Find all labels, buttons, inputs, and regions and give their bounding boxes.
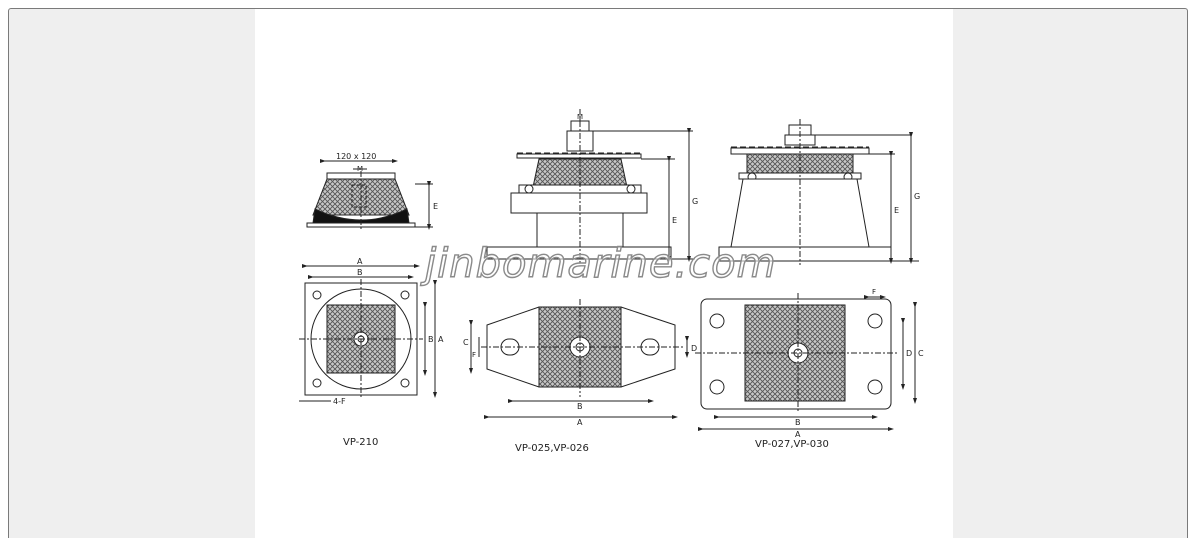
technical-drawing-sheet: 120 x 120 M E A B B A 4-F VP-210 M E G B… — [255, 9, 953, 538]
vp027-g-label: G — [914, 192, 920, 201]
vp210-b-label: B — [357, 268, 363, 277]
vp025-bolt-label: M — [577, 113, 583, 121]
vp025-e-label: E — [672, 216, 677, 225]
vp027-caption: VP-027,VP-030 — [755, 439, 829, 450]
vp210-plan-view — [299, 264, 437, 402]
vp027-a-label: A — [795, 430, 801, 439]
vp210-hole-note: 4-F — [333, 397, 346, 406]
vp025-caption: VP-025,VP-026 — [515, 443, 589, 454]
vp027-c-label: C — [918, 349, 924, 358]
vp025-f-label: F — [472, 351, 476, 359]
vp210-e-label: E — [433, 202, 438, 211]
vp025-a-label: A — [577, 418, 583, 427]
vp025-d-label: D — [691, 344, 697, 353]
vp210-a-label: A — [357, 257, 363, 266]
browser-viewport: 120 x 120 M E A B B A 4-F VP-210 M E G B… — [8, 8, 1188, 538]
vp025-plan-view — [469, 299, 689, 419]
vp210-b-side-label: B — [428, 335, 434, 344]
vp027-d-label: D — [906, 349, 912, 358]
vp210-bolt-label: M — [357, 165, 363, 173]
vp025-b-label: B — [577, 402, 583, 411]
vp025-g-label: G — [692, 197, 698, 206]
vp025-side-view — [486, 109, 695, 263]
watermark-text: jinbomarine.com — [424, 240, 777, 287]
vp210-top-dim-label: 120 x 120 — [336, 152, 376, 161]
vp027-b-label: B — [795, 418, 801, 427]
vp210-side-view — [306, 159, 433, 230]
vp027-f-label: F — [872, 288, 876, 296]
vp210-a-side-label: A — [438, 335, 444, 344]
vp027-plan-view — [695, 293, 917, 431]
vp210-caption: VP-210 — [343, 437, 378, 448]
vp027-e-label: E — [894, 206, 899, 215]
drawing-canvas: 120 x 120 M E A B B A 4-F VP-210 M E G B… — [299, 109, 924, 454]
vp027-side-view — [718, 119, 919, 265]
vp025-c-label: C — [463, 338, 469, 347]
